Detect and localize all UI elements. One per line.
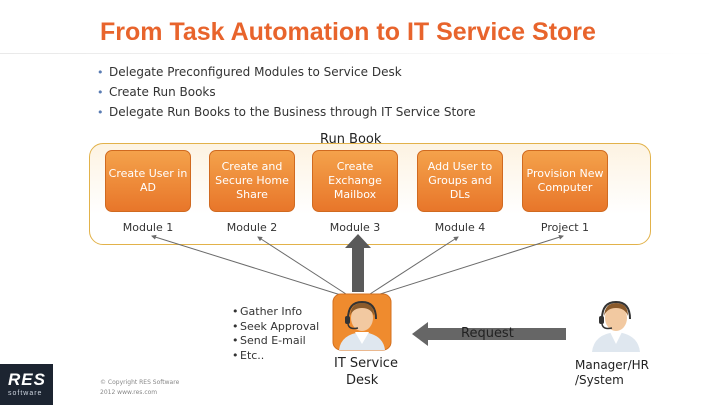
gather-list: •Gather Info •Seek Approval •Send E-mail…: [232, 305, 319, 363]
bullet-list: •Delegate Preconfigured Modules to Servi…: [97, 62, 476, 122]
module-caption: Module 1: [122, 221, 174, 234]
person-headset-icon: [332, 293, 392, 351]
arrow-to-module-4: [369, 236, 459, 295]
bullet-glyph: •: [97, 106, 104, 119]
bullet-glyph: •: [97, 66, 104, 79]
copyright-text: © Copyright RES Software 2012 www.res.co…: [100, 379, 180, 396]
bullet-glyph: •: [97, 86, 104, 99]
bullet-glyph: •: [232, 334, 239, 347]
module-create-user[interactable]: Create User in AD: [105, 150, 191, 212]
title-divider: [0, 53, 720, 54]
bullet-item: •Delegate Run Books to the Business thro…: [97, 102, 476, 122]
module-provision-computer[interactable]: Provision New Computer: [522, 150, 608, 212]
module-caption: Module 4: [434, 221, 486, 234]
arrow-to-module-1: [151, 234, 345, 297]
service-desk-label: IT Service: [334, 356, 398, 371]
manager-label: Manager/HR /System: [575, 358, 650, 387]
gather-item: •Etc..: [232, 348, 265, 362]
arrow-to-module-2: [257, 236, 347, 295]
module-exchange-mailbox[interactable]: Create Exchange Mailbox: [312, 150, 398, 212]
arrow-to-project-1: [373, 234, 564, 297]
module-caption: Module 2: [226, 221, 278, 234]
bullet-glyph: •: [232, 348, 239, 362]
request-arrow: [412, 322, 566, 346]
gather-item: •Send E-mail: [232, 334, 306, 347]
bullet-item: •Create Run Books: [97, 82, 476, 102]
request-label: Request: [461, 326, 514, 341]
bullet-glyph: •: [232, 319, 239, 333]
bullet-item: •Delegate Preconfigured Modules to Servi…: [97, 62, 476, 82]
res-software-logo: RES software: [0, 364, 53, 405]
bullet-glyph: •: [232, 305, 239, 318]
module-add-groups[interactable]: Add User to Groups and DLs: [417, 150, 503, 212]
module-caption: Module 3: [329, 221, 381, 234]
slide-title: From Task Automation to IT Service Store: [100, 18, 596, 46]
gather-item: •Seek Approval: [232, 319, 320, 333]
person-headset-icon: [592, 300, 640, 352]
module-caption: Project 1: [540, 221, 590, 234]
gather-item: •Gather Info: [232, 305, 303, 318]
thick-arrow-to-module-3: [345, 234, 371, 292]
module-home-share[interactable]: Create and Secure Home Share: [209, 150, 295, 212]
service-desk-label: Desk: [346, 373, 379, 388]
run-book-label: Run Book: [320, 132, 382, 147]
